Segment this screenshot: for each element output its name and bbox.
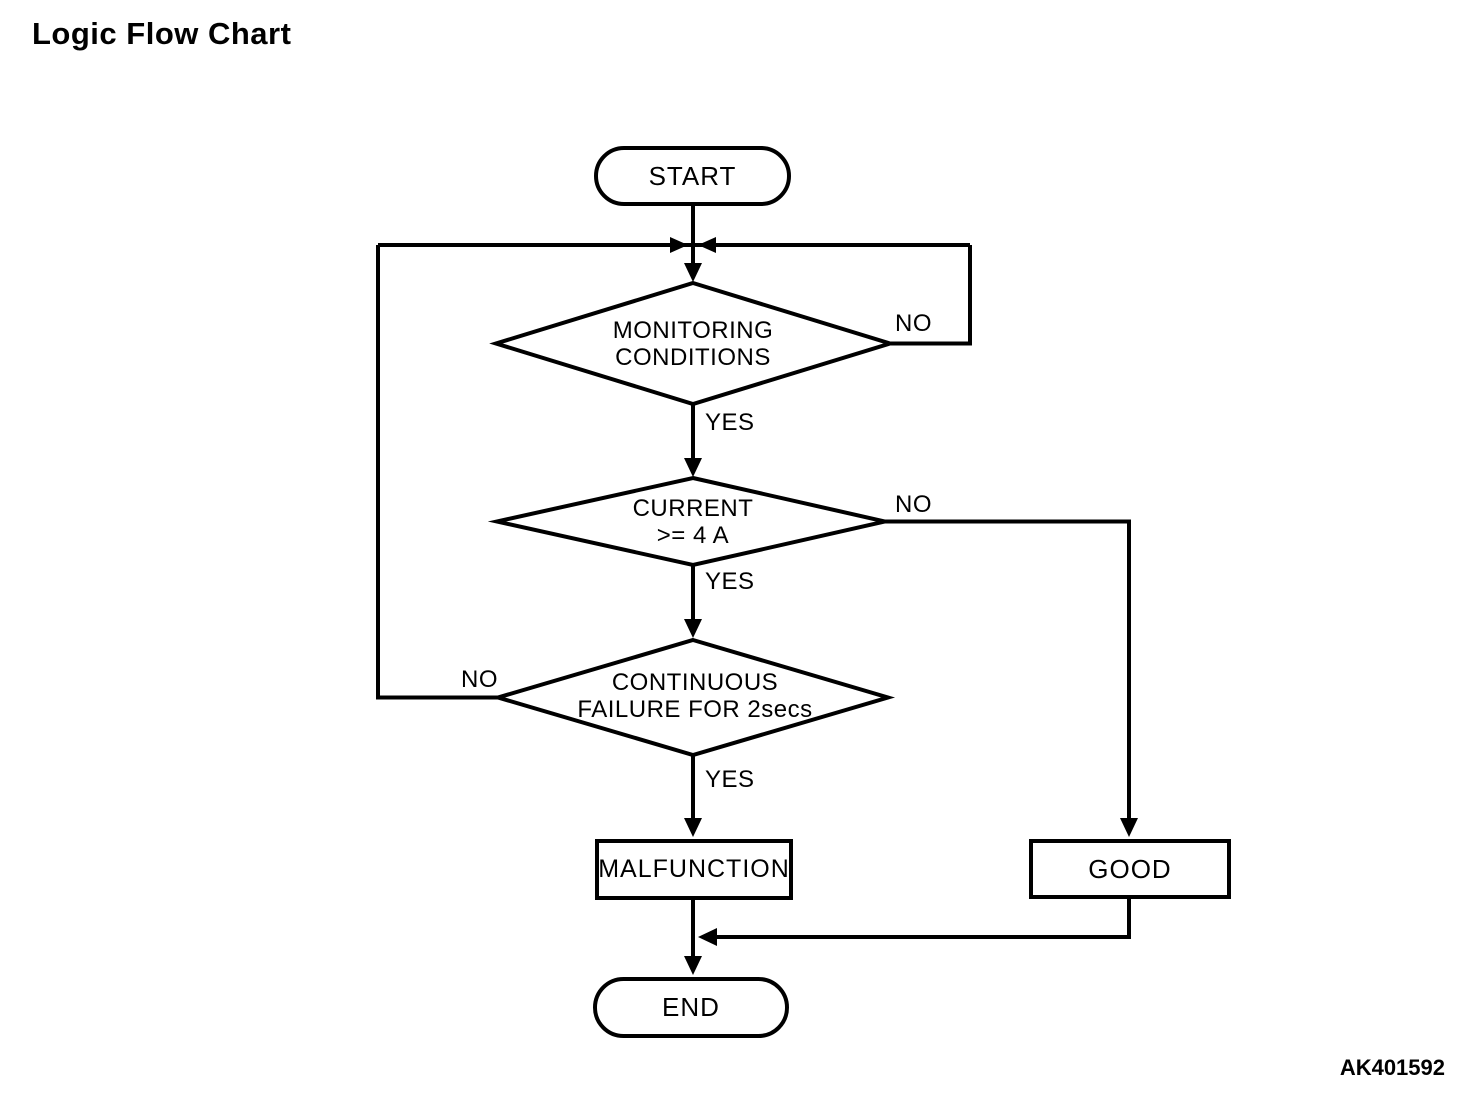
good-node: GOOD xyxy=(1029,839,1231,899)
start-node: START xyxy=(594,146,791,206)
arrowhead-into-end xyxy=(684,956,702,975)
end-label: END xyxy=(662,992,720,1022)
decision-diamond-continuous-failure xyxy=(490,637,896,758)
branch-label-yes-monitoring: YES xyxy=(705,409,755,436)
start-label: START xyxy=(648,160,737,191)
end-node: END xyxy=(593,977,789,1038)
arrowhead-into-current xyxy=(684,458,702,477)
branch-label-yes-current: YES xyxy=(705,568,755,595)
branch-label-no-monitoring: NO xyxy=(895,310,932,337)
arrowhead-junction-right xyxy=(670,237,688,253)
page-title: Logic Flow Chart xyxy=(32,16,292,51)
figure-code: AK401592 xyxy=(1339,1055,1445,1080)
edge-good-merge xyxy=(717,898,1131,939)
arrowhead-merge-left xyxy=(698,928,717,946)
arrowhead-junction-left xyxy=(698,237,716,253)
branch-label-no-current: NO xyxy=(895,491,932,518)
arrowhead-into-malfunction xyxy=(684,818,702,837)
decision-label-current: CURRENT >= 4 A xyxy=(632,495,754,549)
decision-diamond-monitoring-conditions xyxy=(489,280,897,407)
arrowhead-into-continuous xyxy=(684,619,702,638)
arrowhead-into-monitoring xyxy=(684,263,702,282)
malfunction-node: MALFUNCTION xyxy=(595,839,793,900)
decision-label-continuous-failure: CONTINUOUS FAILURE FOR 2secs xyxy=(577,669,813,723)
edge-monitoring-no-loop xyxy=(890,245,972,346)
good-label: GOOD xyxy=(1088,853,1172,884)
edge-current-no-to-good xyxy=(885,519,1131,820)
arrowhead-into-good xyxy=(1120,818,1138,837)
branch-label-no-continuous: NO xyxy=(461,666,498,693)
malfunction-label: MALFUNCTION xyxy=(598,855,790,883)
decision-diamond-current xyxy=(487,475,895,568)
decision-label-monitoring-conditions: MONITORING CONDITIONS xyxy=(612,317,774,371)
branch-label-yes-continuous: YES xyxy=(705,766,755,793)
edge-continuous-no-loop xyxy=(376,245,500,700)
